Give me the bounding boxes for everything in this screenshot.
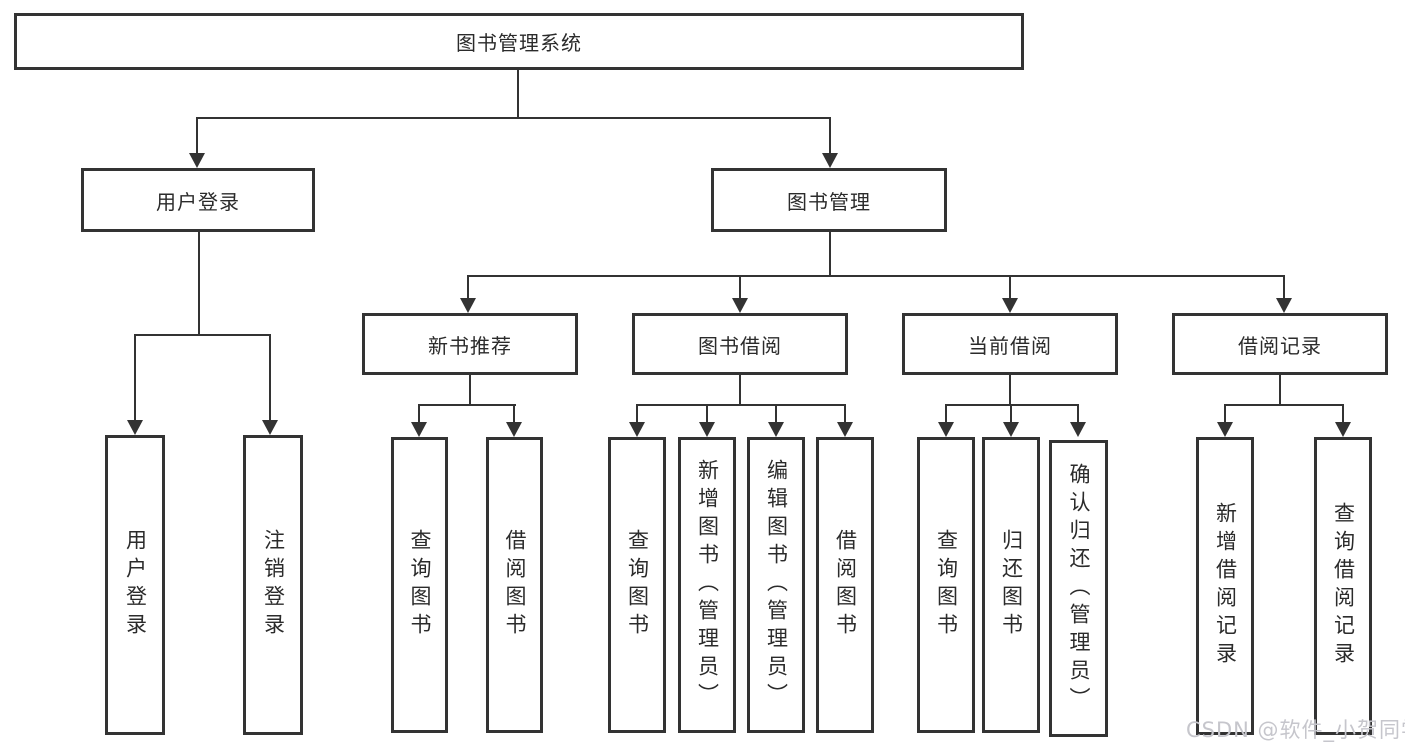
connector-drop-sec3	[1283, 275, 1285, 300]
connector-drop	[1342, 404, 1344, 423]
connector-sec0-rail	[418, 404, 516, 406]
arrow-down-icon	[837, 422, 853, 437]
node-query-books: 查询图书	[608, 437, 666, 733]
arrow-down-icon	[768, 422, 784, 437]
arrow-down-icon	[506, 422, 522, 437]
node-current-borrowing: 当前借阅	[902, 313, 1118, 375]
connector-user-rail	[134, 334, 271, 336]
arrow-down-icon	[189, 153, 205, 168]
connector-sec3-rail	[1224, 404, 1344, 406]
node-new-book-recommend-label: 新书推荐	[428, 333, 512, 358]
arrow-down-icon	[262, 420, 278, 435]
node-borrow-records-label: 借阅记录	[1238, 333, 1322, 358]
connector-drop	[706, 404, 708, 423]
node-query-books-label: 查询图书	[408, 529, 432, 641]
node-query-books: 查询图书	[917, 437, 975, 733]
connector-drop	[1224, 404, 1226, 423]
node-borrow-books: 借阅图书	[816, 437, 874, 733]
node-user-login-leaf: 用户登录	[105, 435, 165, 735]
connector-sec0-stem	[469, 375, 471, 406]
node-confirm-return-admin-label: 确认归还（管理员）	[1067, 462, 1091, 715]
arrow-down-icon	[1276, 298, 1292, 313]
node-add-borrow-record: 新增借阅记录	[1196, 437, 1254, 735]
connector-drop-sec1	[739, 275, 741, 300]
connector-drop-mgmt	[829, 117, 831, 155]
node-user-login-branch: 用户登录	[81, 168, 315, 232]
arrow-down-icon	[1070, 422, 1086, 437]
node-confirm-return-admin: 确认归还（管理员）	[1049, 440, 1108, 737]
node-new-book-recommend: 新书推荐	[362, 313, 578, 375]
connector-level2-rail	[196, 117, 831, 119]
node-borrow-books-label: 借阅图书	[833, 529, 858, 641]
connector-level3-rail	[467, 275, 1285, 277]
connector-drop-user-leaf2	[269, 334, 271, 422]
node-query-borrow-record: 查询借阅记录	[1314, 437, 1372, 735]
node-logout-leaf: 注销登录	[243, 435, 303, 735]
node-query-borrow-record-label: 查询借阅记录	[1331, 502, 1356, 670]
node-book-borrowing-label: 图书借阅	[698, 333, 782, 358]
node-book-borrowing: 图书借阅	[632, 313, 848, 375]
connector-root-stem	[517, 70, 519, 118]
node-return-books: 归还图书	[982, 437, 1040, 733]
node-current-borrowing-label: 当前借阅	[968, 333, 1052, 358]
node-borrow-books-label: 借阅图书	[503, 529, 527, 641]
node-borrow-records: 借阅记录	[1172, 313, 1388, 375]
arrow-down-icon	[411, 422, 427, 437]
arrow-down-icon	[629, 422, 645, 437]
node-user-login-branch-label: 用户登录	[156, 189, 240, 214]
node-add-books-admin: 新增图书（管理员）	[678, 437, 736, 733]
arrow-down-icon	[1217, 422, 1233, 437]
connector-drop-sec0	[467, 275, 469, 300]
connector-drop-sec2	[1009, 275, 1011, 300]
node-edit-books-admin-label: 编辑图书（管理员）	[764, 459, 789, 711]
connector-drop	[513, 404, 515, 423]
node-return-books-label: 归还图书	[999, 529, 1024, 641]
node-root-label: 图书管理系统	[456, 31, 582, 55]
connector-drop-user-leaf1	[134, 334, 136, 422]
arrow-down-icon	[699, 422, 715, 437]
connector-drop	[1010, 404, 1012, 423]
node-query-books: 查询图书	[391, 437, 448, 733]
connector-drop	[844, 404, 846, 423]
arrow-down-icon	[460, 298, 476, 313]
node-query-books-label: 查询图书	[625, 529, 650, 641]
connector-sec2-stem	[1009, 375, 1011, 406]
connector-drop	[636, 404, 638, 423]
arrow-down-icon	[1003, 422, 1019, 437]
node-root-system: 图书管理系统	[14, 13, 1024, 70]
node-query-books-label: 查询图书	[934, 529, 959, 641]
arrow-down-icon	[127, 420, 143, 435]
connector-drop-user	[196, 117, 198, 155]
node-logout-leaf-label: 注销登录	[261, 529, 286, 641]
arrow-down-icon	[732, 298, 748, 313]
arrow-down-icon	[938, 422, 954, 437]
node-edit-books-admin: 编辑图书（管理员）	[747, 437, 805, 733]
node-borrow-books: 借阅图书	[486, 437, 543, 733]
arrow-down-icon	[1002, 298, 1018, 313]
node-user-login-leaf-label: 用户登录	[123, 529, 148, 641]
csdn-watermark: CSDN @软件_小贺同学	[1186, 718, 1405, 742]
connector-user-stem	[198, 232, 200, 336]
connector-mgmt-stem	[829, 232, 831, 277]
connector-drop	[418, 404, 420, 423]
connector-drop	[775, 404, 777, 423]
arrow-down-icon	[1335, 422, 1351, 437]
node-add-books-admin-label: 新增图书（管理员）	[695, 459, 720, 711]
connector-sec1-rail	[636, 404, 846, 406]
node-book-mgmt-branch-label: 图书管理	[787, 189, 871, 214]
node-add-borrow-record-label: 新增借阅记录	[1213, 502, 1238, 670]
arrow-down-icon	[822, 153, 838, 168]
node-book-mgmt-branch: 图书管理	[711, 168, 947, 232]
connector-sec2-rail	[945, 404, 1079, 406]
connector-drop	[945, 404, 947, 423]
connector-sec1-stem	[739, 375, 741, 406]
connector-drop	[1077, 404, 1079, 423]
connector-sec3-stem	[1279, 375, 1281, 406]
